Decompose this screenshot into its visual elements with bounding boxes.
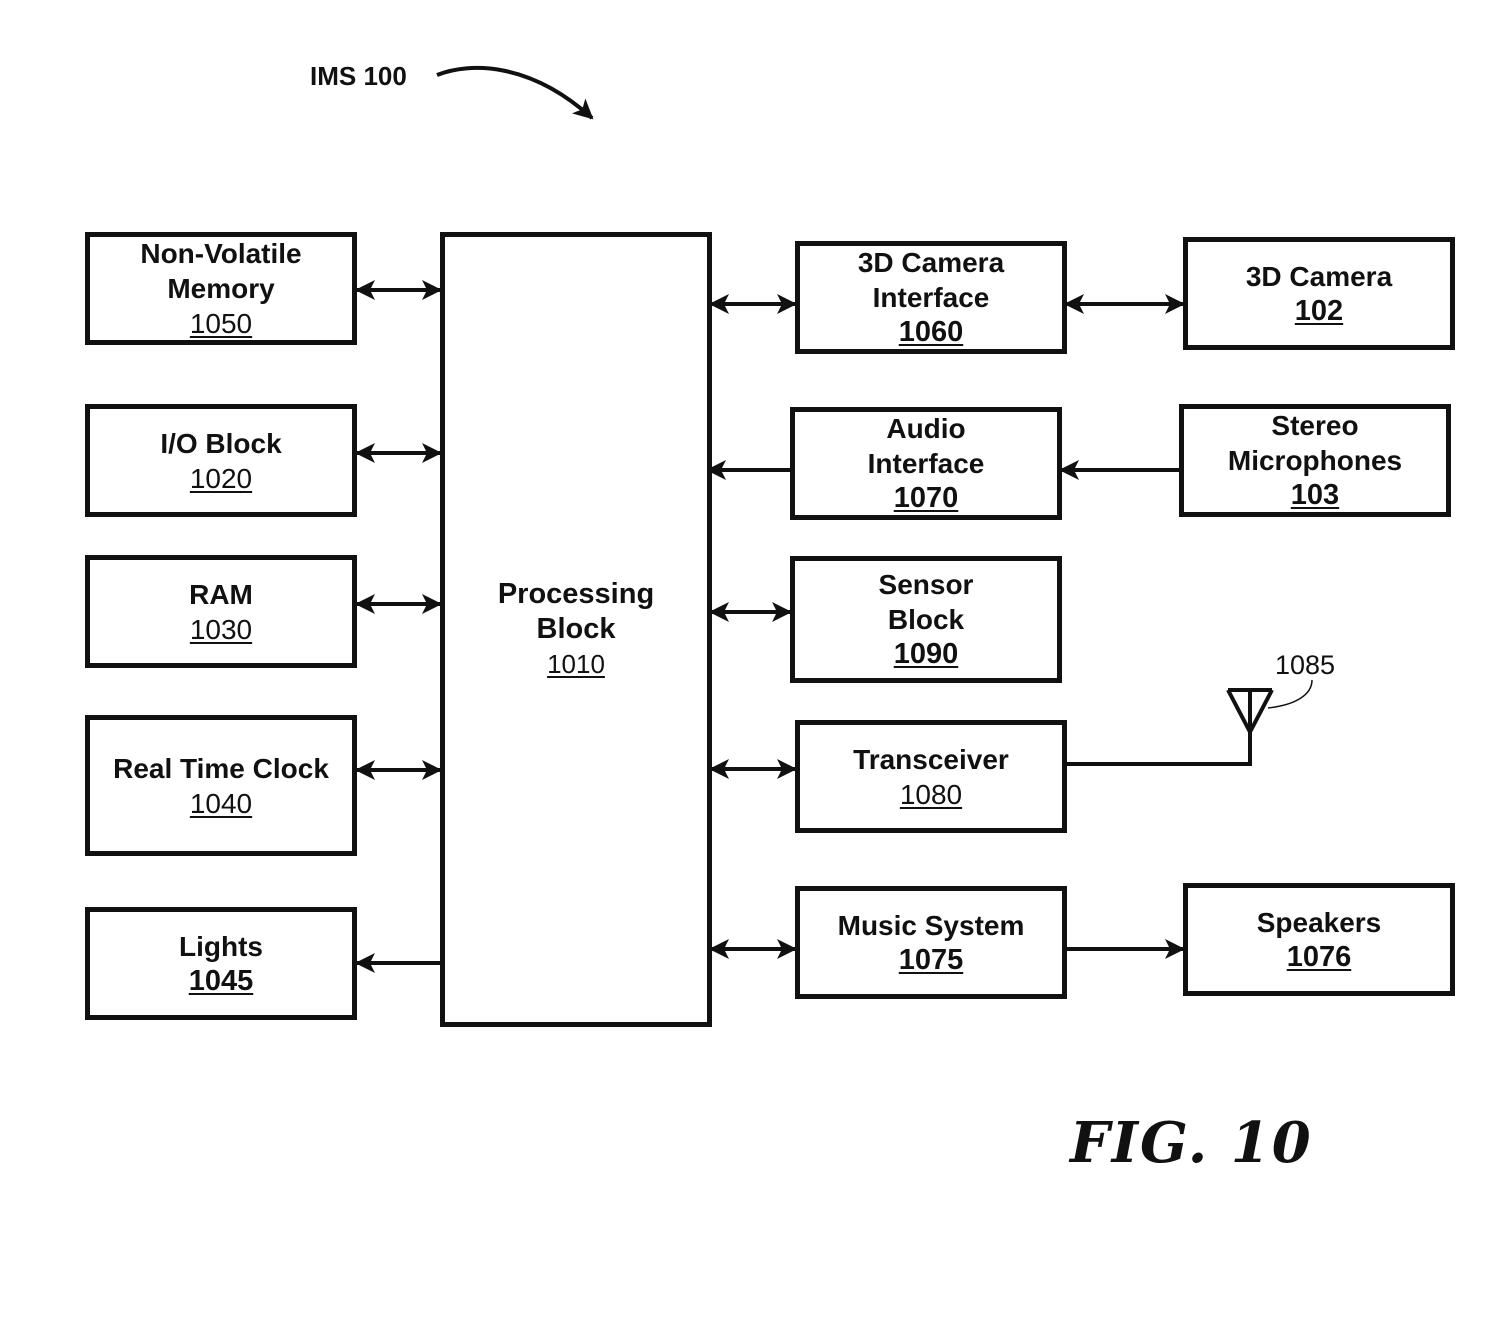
cam-if-title-line-1: 3D Camera [857,247,1005,278]
mics-title-line-1: Stereo [1271,410,1359,441]
io-ref: 1020 [189,462,253,494]
sensor-title-line-2: Block [887,604,965,635]
audio-if-title-line-2: Interface [867,448,985,479]
cam-if-ref: 1060 [898,316,964,348]
real-time-clock-block: Real Time Clock 1040 [85,715,357,856]
ram-title: RAM [189,578,253,610]
figure-label: FIG. 10 [1070,1110,1313,1176]
camera-ref: 102 [1294,294,1344,327]
mics-ref: 103 [1290,479,1340,511]
lights-block: Lights 1045 [85,907,357,1020]
sensor-ref: 1090 [893,638,959,670]
nvm-ref: 1050 [189,308,253,339]
transceiver-ref: 1080 [899,778,963,810]
antenna-leader-line [1267,679,1313,709]
sensor-title-line-1: Sensor [878,569,974,600]
io-block: I/O Block 1020 [85,404,357,517]
3d-camera-block: 3D Camera 102 [1183,237,1455,350]
music-title: Music System [837,909,1025,941]
camera-title: 3D Camera [1245,260,1393,292]
transceiver-block: Transceiver 1080 [795,720,1067,833]
audio-if-title-line-1: Audio [886,413,966,444]
proc-title-line-1: Processing [497,578,655,610]
music-system-block: Music System 1075 [795,886,1067,999]
lights-ref: 1045 [188,964,254,997]
music-ref: 1075 [898,943,964,976]
antenna-ref-label: 1085 [1275,650,1336,680]
proc-title-line-2: Block [536,613,616,645]
speakers-title: Speakers [1256,906,1382,938]
ram-ref: 1030 [189,613,253,645]
connector-transceiver-antenna [1066,730,1252,766]
sensor-block: Sensor Block 1090 [790,556,1062,683]
processing-block: Processing Block 1010 [440,232,712,1027]
speakers-ref: 1076 [1286,940,1352,973]
speakers-block: Speakers 1076 [1183,883,1455,996]
cam-if-title-line-2: Interface [872,282,990,313]
ims-pointer-arrow [436,66,594,120]
rtc-title: Real Time Clock [113,752,329,784]
audio-if-ref: 1070 [893,482,959,514]
stereo-microphones-block: Stereo Microphones 103 [1179,404,1451,517]
transceiver-title: Transceiver [853,743,1009,775]
mics-title-line-2: Microphones [1227,445,1403,476]
nvm-title-line-1: Non-Volatile [140,238,302,269]
proc-ref: 1010 [547,649,605,679]
non-volatile-memory-block: Non-Volatile Memory 1050 [85,232,357,345]
ram-block: RAM 1030 [85,555,357,668]
nvm-title-line-2: Memory [167,273,275,304]
rtc-ref: 1040 [189,787,253,819]
audio-interface-block: Audio Interface 1070 [790,407,1062,520]
antenna-icon [1226,688,1274,733]
io-title: I/O Block [160,427,282,459]
system-label: IMS 100 [310,61,407,91]
lights-title: Lights [179,930,263,962]
3d-camera-interface-block: 3D Camera Interface 1060 [795,241,1067,354]
